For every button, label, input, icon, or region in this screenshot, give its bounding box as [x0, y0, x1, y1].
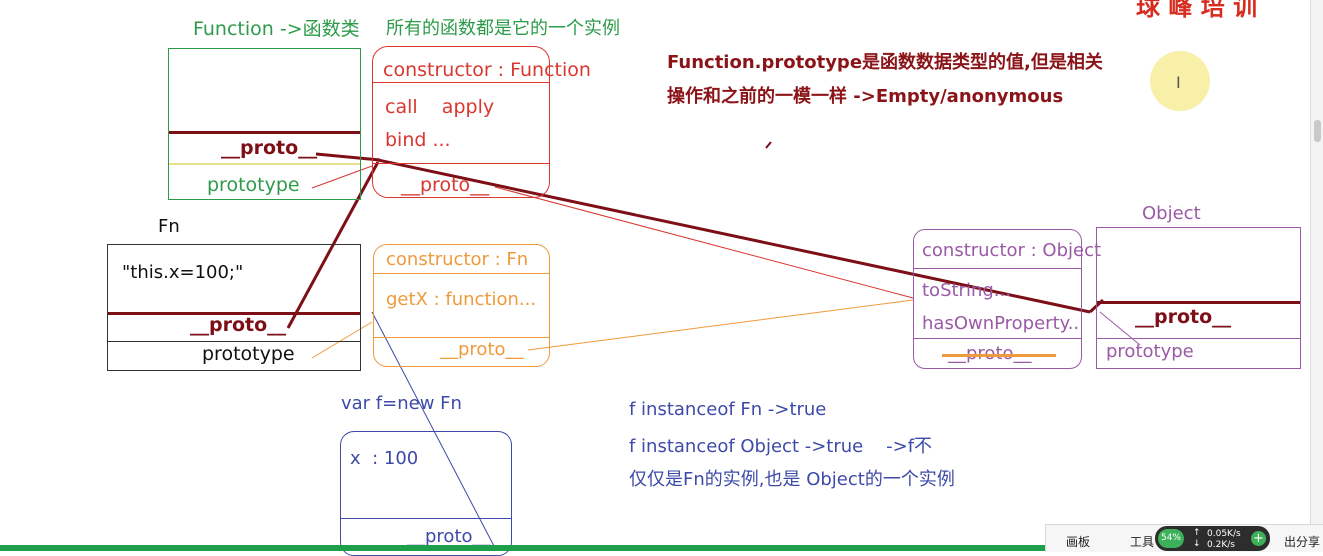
vertical-scrollbar[interactable] [1310, 0, 1323, 551]
network-monitor[interactable]: 54% ↑ 0.05K/s ↓ 0.2K/s + [1155, 526, 1270, 551]
instance-declaration: var f=new Fn [341, 393, 462, 414]
function-prototype-call-apply: call apply [385, 96, 495, 118]
function-proto: __proto__ [221, 137, 318, 159]
function-prototype-constructor: constructor : Function [383, 59, 591, 81]
cursor-icon: I [1176, 73, 1181, 92]
fn-prototype-divider-1 [374, 273, 549, 274]
function-box-divider-2 [169, 163, 360, 165]
function-prototype-proto: __proto__ [401, 174, 490, 196]
object-prototype-tostring: toString... [922, 280, 1011, 301]
function-prototype: prototype [207, 174, 300, 196]
instance-box: x : 100 __proto__ [340, 431, 512, 556]
object-box-divider-1 [1097, 301, 1300, 304]
object-prototype-divider-1 [914, 268, 1081, 269]
fn-prototype-divider-2 [374, 337, 549, 338]
fn-box: "this.x=100;" __proto__ prototype [107, 244, 361, 371]
corner-text: 球 峰 培 训 [1136, 0, 1258, 21]
fn-prototype-proto: __proto__ [440, 339, 524, 360]
instance-divider [341, 518, 511, 519]
object-prototype-divider-2 [914, 338, 1081, 339]
fn-box-divider-2 [108, 341, 360, 342]
scrollbar-thumb[interactable] [1314, 120, 1321, 142]
note-line-1: Function.prototype是函数数据类型的值,但是相关 [667, 52, 1103, 73]
link-function-prototype-proto-to-object-prototype [377, 158, 1091, 314]
object-prototype: prototype [1106, 341, 1194, 362]
function-note: 所有的函数都是它的一个实例 [386, 18, 620, 39]
object-proto: __proto__ [1135, 306, 1232, 328]
note-line-2: 操作和之前的一模一样 ->Empty/anonymous [667, 86, 1064, 107]
function-prototype-bind: bind ... [385, 129, 451, 151]
conclusion-line-2: f instanceof Object ->true ->f不 [629, 436, 933, 457]
link-fn-proto-proto-thin [527, 299, 914, 351]
upload-arrow-icon: ↑ [1193, 528, 1201, 538]
object-prototype-box: constructor : Object toString... hasOwnP… [913, 229, 1101, 369]
link-object-prototype-thin [1099, 311, 1141, 346]
taskbar-strip [0, 545, 1323, 551]
function-prototype-divider-2 [373, 163, 549, 164]
plus-icon[interactable]: + [1251, 531, 1266, 546]
link-function-prototype-thin [311, 165, 373, 189]
fn-prototype-getx: getX : function... [386, 289, 537, 310]
object-box: __proto__ prototype [1096, 227, 1301, 369]
link-function-proto-proto-thin [494, 186, 914, 299]
link-fn-prototype-thin [311, 321, 373, 359]
object-prototype-constructor: constructor : Object [922, 240, 1102, 261]
function-box: __proto__ prototype [168, 48, 361, 200]
cursor-highlight [1150, 51, 1210, 111]
function-title: Function ->函数类 [193, 18, 360, 40]
link-function-proto-to-function-prototype [315, 152, 381, 162]
instance-x: x : 100 [350, 448, 419, 469]
function-prototype-box: constructor : Function call apply bind .… [372, 46, 591, 198]
instance-proto: __proto__ [407, 526, 491, 547]
download-arrow-icon: ↓ [1193, 539, 1201, 549]
fn-body: "this.x=100;" [122, 262, 244, 283]
download-speed: 0.2K/s [1207, 540, 1235, 550]
fn-proto: __proto__ [190, 314, 287, 336]
cpu-percent: 54% [1158, 529, 1184, 548]
stray-mark [765, 141, 772, 149]
link-instance-proto-thin [371, 311, 496, 549]
upload-speed: 0.05K/s [1207, 529, 1241, 539]
function-box-divider [169, 131, 360, 134]
object-box-divider-2 [1097, 338, 1300, 339]
fn-box-divider-1 [108, 312, 360, 315]
toolbar-drawing-board[interactable]: 画板 [1066, 535, 1091, 549]
object-prototype-hasownproperty: hasOwnProperty.. [922, 313, 1080, 334]
fn-prototype-box: constructor : Fn getX : function... __pr… [373, 244, 550, 367]
fn-prototype: prototype [202, 343, 295, 365]
object-label: Object [1142, 203, 1201, 224]
conclusion-line-1: f instanceof Fn ->true [629, 399, 827, 420]
toolbar-share[interactable]: 出分享 [1284, 535, 1321, 549]
object-prototype-proto: __proto__ [948, 343, 1032, 364]
fn-prototype-constructor: constructor : Fn [386, 249, 529, 270]
function-prototype-divider-1 [373, 82, 549, 83]
object-prototype-proto-strike [942, 354, 1056, 357]
conclusion-line-3: 仅仅是Fn的实例,也是 Object的一个实例 [629, 469, 955, 490]
link-fn-proto-to-function-prototype [286, 161, 380, 329]
fn-label: Fn [158, 216, 180, 237]
toolbar-tools[interactable]: 工具 [1130, 535, 1155, 549]
